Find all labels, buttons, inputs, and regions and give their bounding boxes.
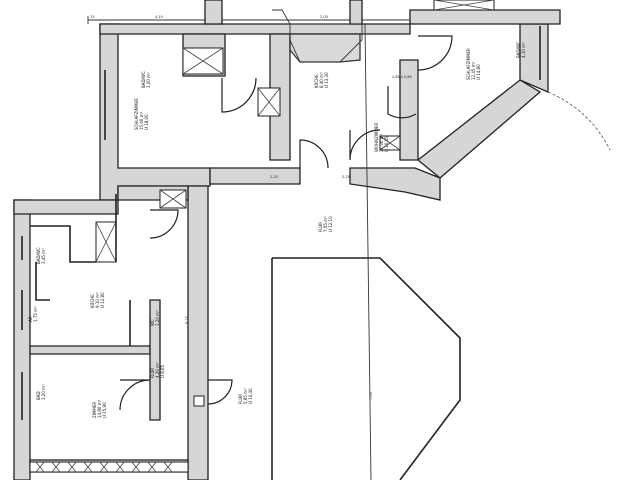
svg-text:BAD: BAD bbox=[36, 391, 41, 400]
room-label-wc-left: WC 1,20 m² bbox=[150, 310, 160, 326]
svg-text:5,85 m²: 5,85 m² bbox=[243, 388, 248, 404]
svg-text:BAD/WC: BAD/WC bbox=[141, 71, 146, 88]
room-label-hall-left: FLUR 4,20 m² U 8,65 bbox=[150, 362, 165, 378]
svg-text:U 12,80: U 12,80 bbox=[100, 292, 105, 308]
right-curve bbox=[547, 91, 611, 151]
svg-text:8,40 m²: 8,40 m² bbox=[319, 72, 324, 88]
svg-text:4,20 m²: 4,20 m² bbox=[155, 362, 160, 378]
svg-text:4,10 m²: 4,10 m² bbox=[521, 42, 526, 58]
svg-text:U 8,65: U 8,65 bbox=[160, 364, 165, 378]
room-label-hall-bottom: FLUR 5,85 m² U 10,40 bbox=[238, 388, 253, 404]
left-doors bbox=[119, 209, 233, 411]
room-label-bath-left: BAD/WC 3,45 m² bbox=[36, 247, 46, 264]
room-label-bedroom-top-right: SCHLAFZIMMER 12,45 m² U 14,80 bbox=[466, 48, 481, 80]
svg-text:12,45 m²: 12,45 m² bbox=[471, 61, 476, 80]
dim-bath-note: 2,80 x 0,80 bbox=[392, 75, 412, 79]
svg-text:21,30 m²: 21,30 m² bbox=[379, 133, 384, 152]
dim-top-b: 2.00 bbox=[320, 15, 328, 19]
axis-line bbox=[364, 23, 372, 480]
svg-text:WC: WC bbox=[150, 319, 155, 326]
dim-mid-b: 2.25 bbox=[342, 175, 350, 179]
dim-vert-left: 6.25 bbox=[185, 316, 189, 324]
bottom-radiator bbox=[29, 461, 189, 473]
dim-vert-right: 7.00 bbox=[369, 392, 373, 400]
svg-text:15,60 m²: 15,60 m² bbox=[139, 111, 144, 130]
svg-text:U 13,30: U 13,30 bbox=[324, 72, 329, 88]
svg-text:U 12,10: U 12,10 bbox=[328, 216, 333, 232]
svg-text:SCHLAFZIMMER: SCHLAFZIMMER bbox=[134, 98, 139, 130]
svg-text:U 15,90: U 15,90 bbox=[102, 402, 107, 418]
svg-text:BAD/WC: BAD/WC bbox=[36, 247, 41, 264]
svg-text:3,20 m²: 3,20 m² bbox=[41, 384, 46, 400]
open-area-outline bbox=[271, 257, 461, 480]
room-label-living-top: WOHNZIMMER 21,30 m² U 20,45 bbox=[374, 123, 389, 152]
room-label-hall-mid: FLUR 7,55 m² U 12,10 bbox=[318, 216, 333, 232]
svg-text:KÜCHE: KÜCHE bbox=[90, 294, 95, 308]
dim-mid-a: 2.25 bbox=[270, 175, 278, 179]
svg-text:7,55 m²: 7,55 m² bbox=[323, 216, 328, 232]
room-label-bath-right: BAD/WC 4,10 m² bbox=[516, 41, 526, 58]
svg-text:U 18,00: U 18,00 bbox=[144, 114, 149, 130]
svg-text:1,75 m²: 1,75 m² bbox=[33, 306, 38, 322]
room-label-room-bottom-left: BAD 3,20 m² bbox=[36, 384, 46, 400]
svg-text:FLUR: FLUR bbox=[150, 368, 155, 378]
svg-text:BAD/WC: BAD/WC bbox=[516, 41, 521, 58]
svg-text:1,20 m²: 1,20 m² bbox=[155, 310, 160, 326]
room-label-bath-top: BAD/WC 3,00 m² bbox=[141, 71, 151, 88]
room-label-bedroom-top-left: SCHLAFZIMMER 15,60 m² U 18,00 bbox=[134, 98, 149, 130]
svg-text:3,45 m²: 3,45 m² bbox=[41, 248, 46, 264]
svg-text:3,00 m²: 3,00 m² bbox=[146, 72, 151, 88]
room-label-storage-left: AR 1,75 m² bbox=[28, 306, 38, 322]
dim-top-a: 4.10 bbox=[155, 15, 163, 19]
shaft-hatches bbox=[182, 0, 495, 151]
left-partitions bbox=[30, 194, 131, 346]
upper-doors bbox=[221, 35, 453, 169]
svg-text:U 10,40: U 10,40 bbox=[248, 388, 253, 404]
upper-walls bbox=[99, 0, 561, 201]
svg-text:U 20,45: U 20,45 bbox=[384, 136, 389, 152]
svg-text:FLUR: FLUR bbox=[318, 222, 323, 232]
svg-text:9,10 m²: 9,10 m² bbox=[95, 292, 100, 308]
svg-text:ZIMMER: ZIMMER bbox=[92, 402, 97, 418]
windows bbox=[21, 26, 541, 420]
room-label-kitchen-left: KÜCHE 9,10 m² U 12,80 bbox=[90, 292, 105, 308]
svg-text:WOHNZIMMER: WOHNZIMMER bbox=[374, 123, 379, 152]
dim-top-left: 13 bbox=[90, 15, 94, 19]
room-label-kitchen-top: KÜCHE 8,40 m² U 13,30 bbox=[314, 72, 329, 88]
svg-text:AR: AR bbox=[28, 316, 33, 322]
svg-text:KÜCHE: KÜCHE bbox=[314, 74, 319, 88]
svg-text:U 14,80: U 14,80 bbox=[476, 64, 481, 80]
svg-text:FLUR: FLUR bbox=[238, 394, 243, 404]
svg-text:SCHLAFZIMMER: SCHLAFZIMMER bbox=[466, 48, 471, 80]
room-label-room-bottom: ZIMMER 14,80 m² U 15,90 bbox=[92, 399, 107, 418]
svg-text:14,80 m²: 14,80 m² bbox=[97, 399, 102, 418]
